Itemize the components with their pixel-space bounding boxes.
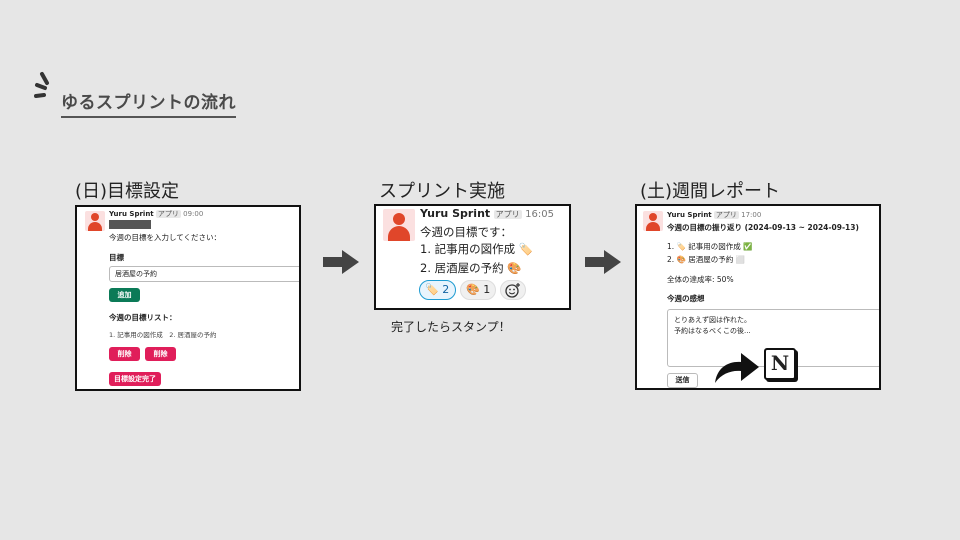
- bot-name: Yuru Sprint: [667, 211, 712, 219]
- thoughts-label: 今週の感想: [667, 294, 705, 303]
- delete-button-1[interactable]: 削除: [109, 347, 140, 361]
- weekly-report-card: Yuru Sprint アプリ 17:00 今週の目標の振り返り (2024-0…: [635, 204, 881, 390]
- reaction-count: 2: [442, 283, 450, 296]
- notion-logo-icon: N: [764, 348, 796, 380]
- prompt-text: 今週の目標を入力してください：: [109, 233, 222, 242]
- timestamp: 09:00: [183, 210, 204, 218]
- report-item-2: 2. 🎨 居酒屋の予約 ⬜: [667, 255, 745, 264]
- timestamp: 17:00: [741, 211, 762, 219]
- list-heading: 今週の目標リスト：: [109, 313, 177, 322]
- app-tag: アプリ: [493, 210, 522, 219]
- reaction-tag[interactable]: 🏷️ 2: [419, 280, 456, 300]
- report-heading: 今週の目標の振り返り (2024-09-13 ~ 2024-09-13): [667, 223, 859, 232]
- avatar: [643, 211, 663, 231]
- goal-list: 1. 記事用の図作成 2. 居酒屋の予約: [109, 331, 217, 339]
- emphasis-mark-icon: [34, 72, 49, 98]
- bot-name: Yuru Sprint: [109, 210, 154, 218]
- add-reaction-button[interactable]: [500, 280, 526, 300]
- step-label-weekly-report: (土)週間レポート: [640, 181, 781, 202]
- reaction-count: 1: [483, 283, 491, 296]
- add-reaction-icon: [505, 283, 520, 298]
- app-tag: アプリ: [155, 210, 181, 218]
- goal-text: 1. 記事用の図作成: [420, 242, 516, 256]
- message-header: Yuru Sprint アプリ 17:00: [667, 210, 761, 220]
- step-label-goal-setting: (日)目標設定: [75, 181, 180, 202]
- redacted-block: [109, 220, 151, 229]
- message-header: Yuru Sprint アプリ 09:00: [109, 209, 203, 219]
- thoughts-line: 予約はなるべくこの後...: [674, 327, 751, 335]
- sprint-message-card: Yuru Sprint アプリ 16:05 今週の目標です： 1. 記事用の図作…: [374, 204, 571, 310]
- curved-arrow-icon: [715, 353, 759, 383]
- stamp-caption: 完了したらスタンプ！: [391, 320, 511, 334]
- arrow-right-icon: [323, 250, 359, 274]
- timestamp: 16:05: [525, 209, 554, 220]
- delete-button-2[interactable]: 削除: [145, 347, 176, 361]
- report-item-1: 1. 🏷️ 記事用の図作成 ✅: [667, 242, 753, 251]
- step-label-sprint: スプリント実施: [379, 181, 505, 202]
- goal-text: 2. 居酒屋の予約: [420, 261, 504, 275]
- add-button[interactable]: 追加: [109, 288, 140, 302]
- send-button[interactable]: 送信: [667, 373, 698, 388]
- bot-name: Yuru Sprint: [420, 207, 491, 220]
- arrow-right-icon: [585, 250, 621, 274]
- complete-goal-setting-button[interactable]: 目標設定完了: [109, 372, 161, 386]
- goal-item-2: 2. 居酒屋の予約 🎨: [420, 260, 522, 276]
- palette-icon: 🎨: [466, 283, 480, 296]
- palette-icon: 🎨: [507, 261, 522, 275]
- message-header: Yuru Sprint アプリ 16:05: [420, 207, 554, 220]
- goal-setting-card: Yuru Sprint アプリ 09:00 今週の目標を入力してください： 目標…: [75, 205, 301, 391]
- goal-input[interactable]: 居酒屋の予約: [109, 266, 299, 282]
- page-title: ゆるスプリントの流れ: [61, 88, 236, 118]
- label-tag-icon: 🏷️: [518, 242, 534, 256]
- achievement-rate: 全体の達成率: 50%: [667, 275, 734, 284]
- app-tag: アプリ: [713, 211, 739, 219]
- notion-logo-letter: N: [770, 351, 790, 375]
- reaction-palette[interactable]: 🎨 1: [460, 280, 496, 300]
- thoughts-line: とりあえず図は作れた。: [674, 316, 751, 324]
- avatar: [85, 211, 105, 231]
- goal-item-1: 1. 記事用の図作成 🏷️: [420, 241, 533, 257]
- avatar: [383, 209, 415, 241]
- label-tag-icon: 🏷️: [425, 283, 439, 296]
- field-label: 目標: [109, 253, 124, 262]
- message-line: 今週の目標です：: [420, 225, 512, 239]
